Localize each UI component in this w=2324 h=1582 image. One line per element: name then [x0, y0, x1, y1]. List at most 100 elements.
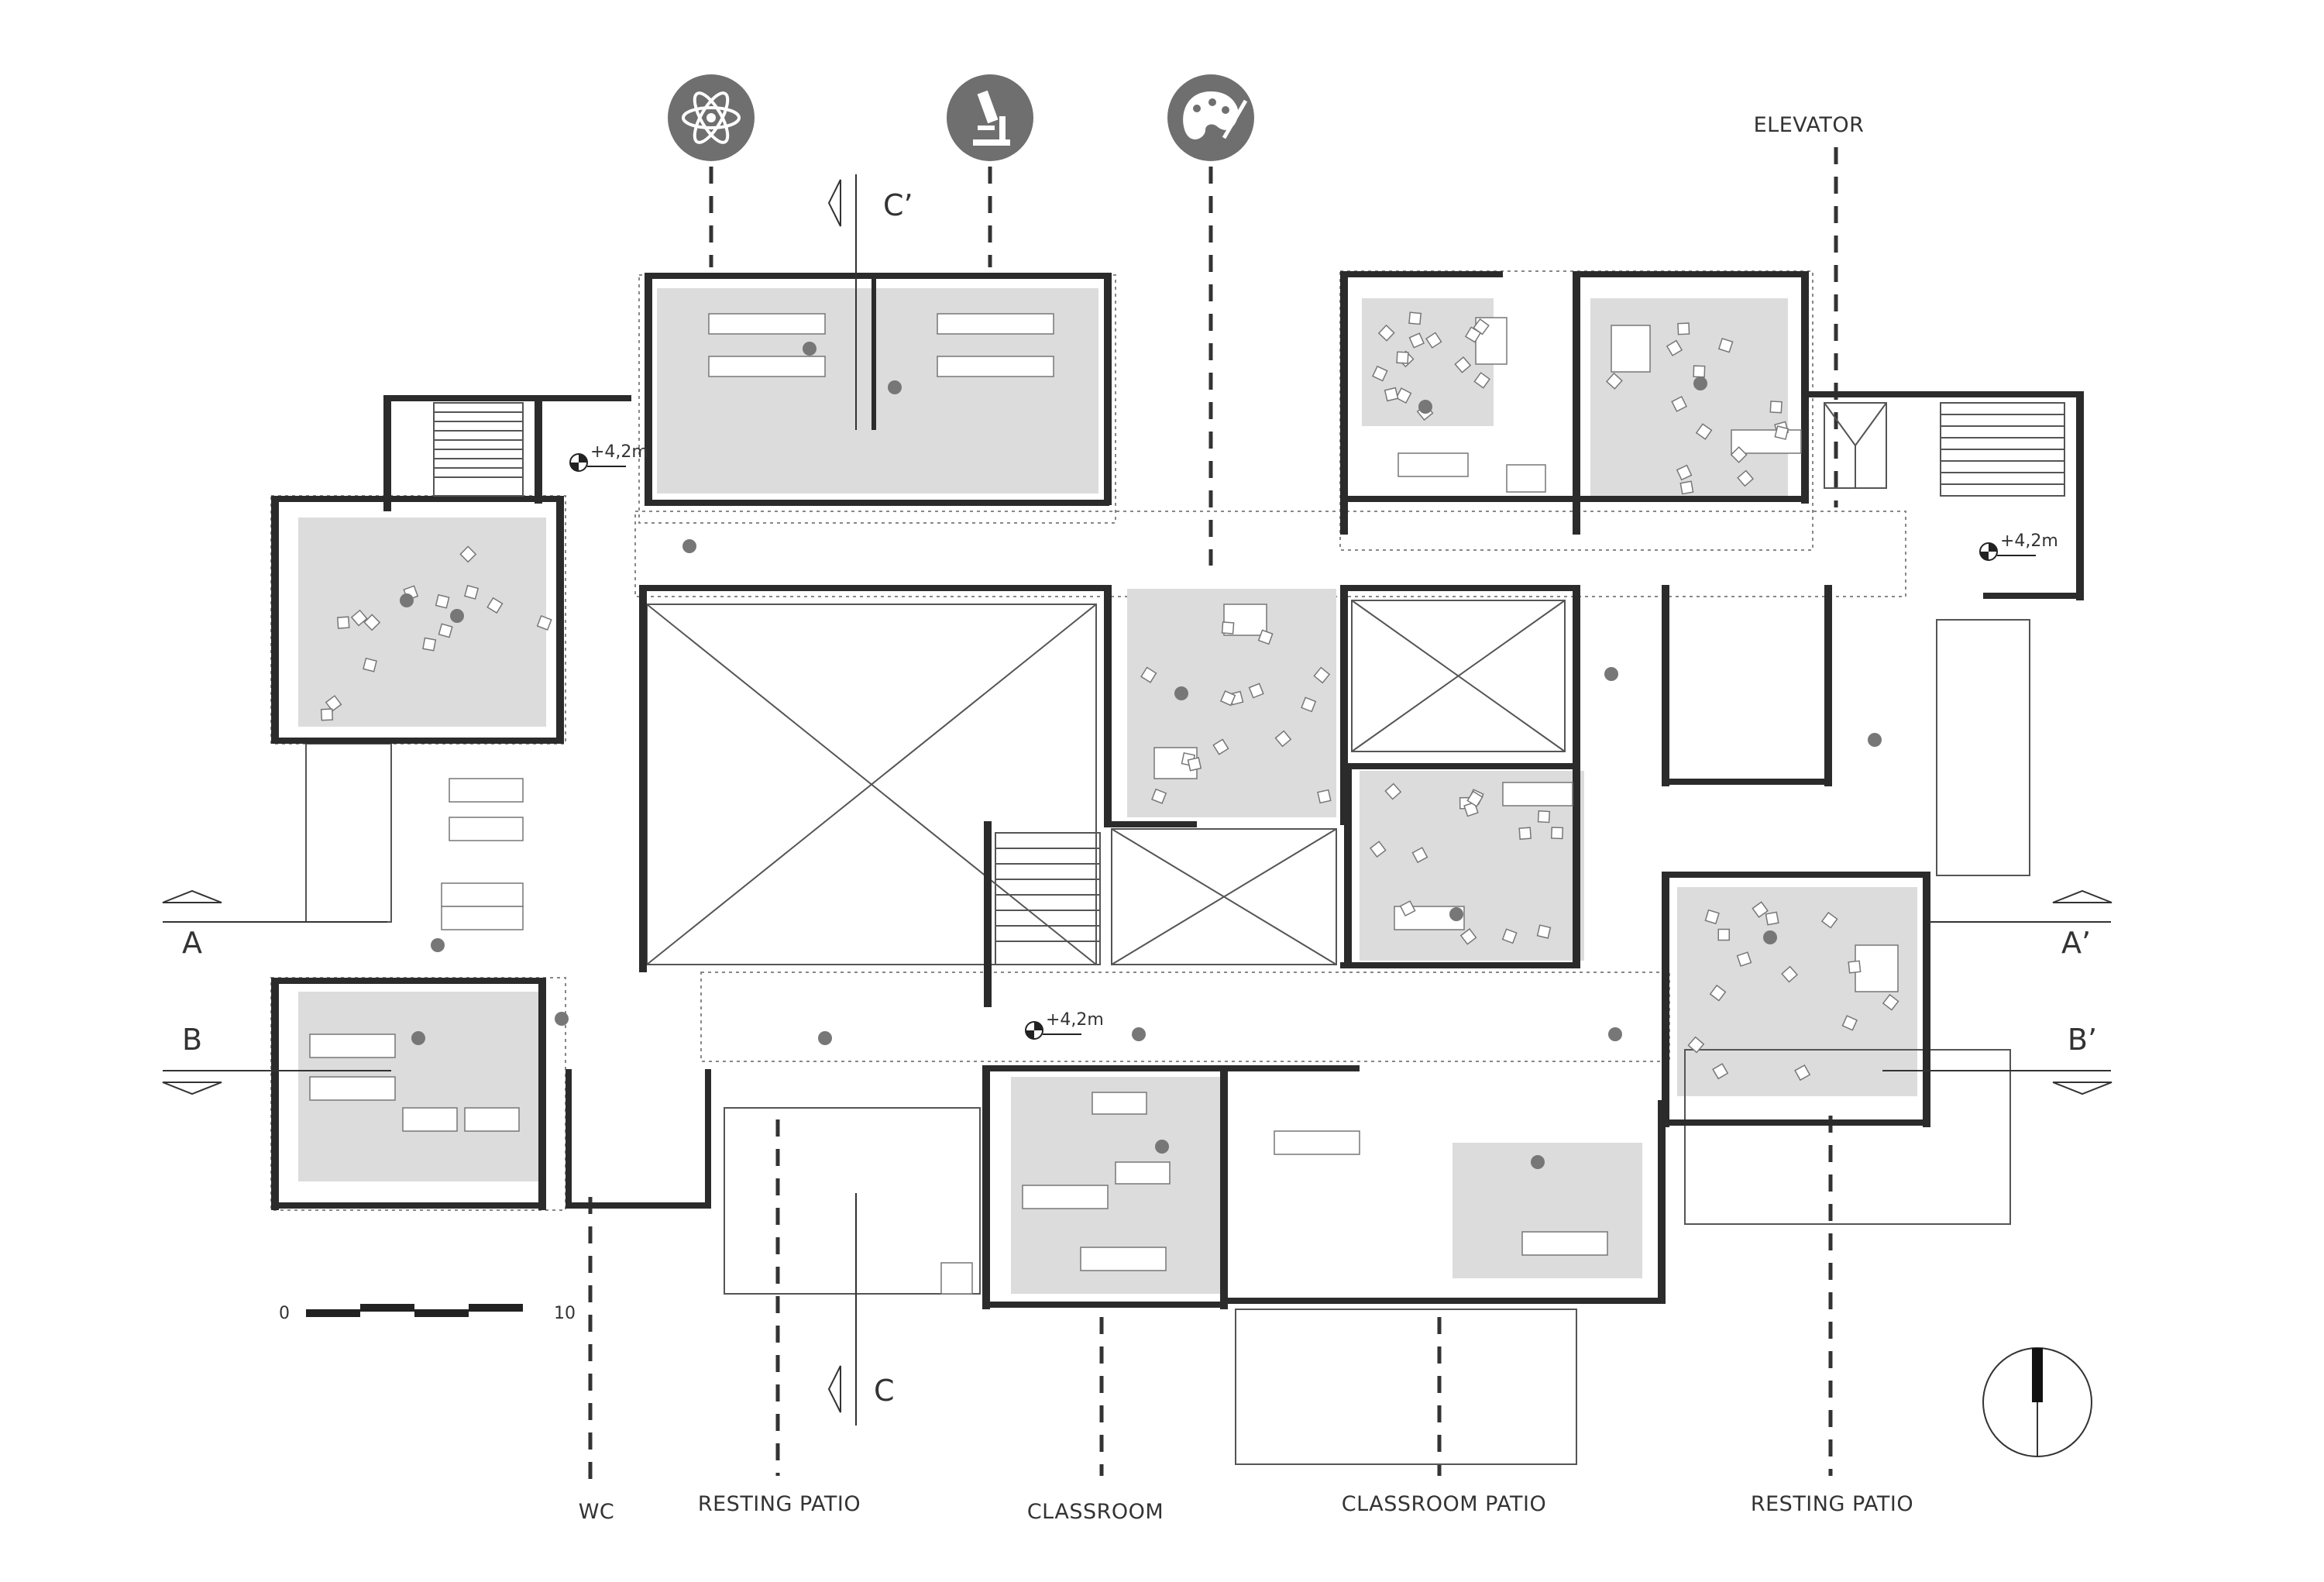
furniture: [309, 313, 1899, 1295]
chair: [1151, 788, 1167, 804]
chair: [1671, 396, 1688, 412]
chair: [1454, 356, 1472, 373]
elevation-label-3: +4,2m: [1046, 1010, 1104, 1030]
chair: [459, 545, 477, 563]
label-classroom-patio: CLASSROOM PATIO: [1342, 1492, 1547, 1516]
chair: [1695, 423, 1713, 440]
elevator-shaft: [1824, 402, 1887, 489]
section-c-prime-label: C’: [883, 188, 913, 222]
section-c-line: [827, 174, 857, 1426]
chair: [1501, 928, 1518, 944]
chairs: [320, 311, 1899, 1082]
chair: [1774, 425, 1789, 440]
label-resting-patio-left: RESTING PATIO: [698, 1492, 861, 1516]
chair: [1212, 738, 1229, 755]
chair: [1736, 951, 1752, 967]
chair: [1408, 311, 1422, 325]
chair: [1794, 1064, 1811, 1082]
chair: [363, 657, 377, 672]
scale-bar: [306, 1304, 523, 1317]
chair: [1518, 827, 1532, 840]
chair: [1425, 332, 1442, 349]
label-wc: WC: [579, 1500, 615, 1524]
chair: [1712, 1063, 1729, 1080]
chair: [1537, 810, 1551, 824]
chair: [363, 614, 381, 631]
chair: [1248, 683, 1264, 699]
chair: [350, 609, 368, 627]
chair: [1666, 339, 1683, 356]
microscope-icon: [947, 74, 1033, 161]
chair: [1396, 351, 1409, 364]
chair: [1679, 480, 1694, 495]
chair: [1677, 322, 1690, 335]
section-b-line: [162, 1070, 2113, 1095]
chair: [1687, 1036, 1705, 1054]
chair: [1605, 372, 1623, 390]
chair: [486, 597, 504, 614]
elevation-label-1: +4,2m: [590, 442, 648, 462]
chair: [1459, 928, 1477, 945]
chair: [1274, 730, 1292, 748]
atom-icon: [668, 74, 755, 161]
chair: [1752, 901, 1769, 918]
section-b-label: B: [182, 1023, 202, 1057]
stairs-center: [995, 832, 1101, 965]
chair: [1411, 847, 1428, 864]
chair: [1463, 801, 1479, 817]
chair: [1676, 464, 1693, 481]
section-a-label: A: [182, 926, 202, 960]
chair: [1709, 984, 1727, 1002]
label-elevator: ELEVATOR: [1754, 113, 1865, 137]
chair: [1313, 666, 1331, 684]
patio-lower-middle: [1111, 828, 1337, 965]
chair: [1384, 782, 1402, 800]
stairs-right: [1940, 402, 2065, 497]
chair: [438, 623, 453, 638]
chair: [1221, 621, 1235, 635]
chair: [1219, 690, 1236, 707]
chair: [325, 695, 342, 712]
chair: [1395, 387, 1412, 404]
chair: [1301, 696, 1317, 713]
chair: [1466, 790, 1483, 807]
elevation-marker-3: [1025, 1021, 1081, 1040]
elevation-marker-2: [1979, 542, 2036, 561]
chair: [1717, 338, 1734, 353]
chair: [1369, 841, 1387, 858]
chair: [1473, 372, 1490, 389]
chair: [1473, 318, 1490, 335]
chair: [1820, 911, 1838, 929]
central-patio-large: [646, 604, 1097, 965]
chair: [320, 708, 334, 721]
chair: [435, 593, 450, 609]
scale-bar-start: 0: [279, 1304, 290, 1323]
chair: [336, 616, 350, 629]
chair: [1187, 757, 1202, 772]
chair: [1693, 365, 1706, 378]
chair: [1848, 960, 1862, 974]
chair: [1377, 324, 1395, 342]
chair: [1841, 1015, 1858, 1031]
chair: [1384, 387, 1399, 402]
chair: [1399, 900, 1416, 917]
patio-upper-middle: [1351, 600, 1566, 752]
label-classroom: CLASSROOM: [1027, 1500, 1164, 1524]
chair: [1257, 629, 1274, 645]
trees: [400, 342, 1882, 1169]
chair: [536, 614, 552, 631]
chair: [1882, 993, 1899, 1011]
chair: [1408, 332, 1425, 349]
chair: [1781, 965, 1799, 983]
walls: [271, 271, 2084, 1309]
palette-icon: [1167, 74, 1254, 161]
elevation-label-2: +4,2m: [2000, 531, 2058, 551]
section-a-line: [162, 889, 2113, 923]
chair: [1704, 909, 1720, 925]
chair: [1140, 666, 1157, 683]
stairs-upper-left: [433, 402, 524, 497]
scale-bar-end: 10: [554, 1304, 576, 1323]
north-arrow-icon: [1982, 1347, 2092, 1457]
label-resting-patio-right: RESTING PATIO: [1751, 1492, 1913, 1516]
